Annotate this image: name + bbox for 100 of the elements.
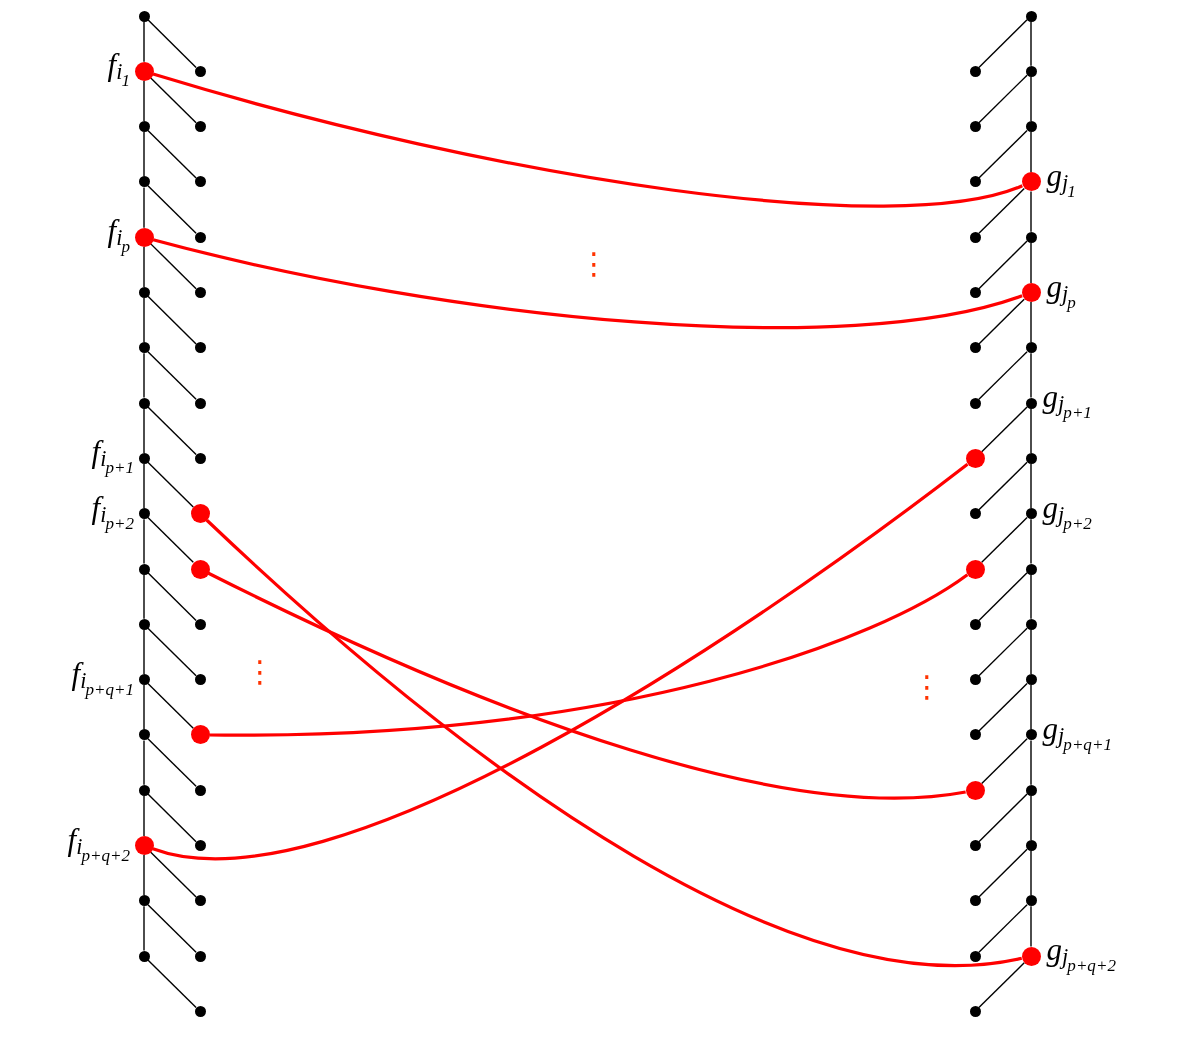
connector-line [143,20,145,63]
connector-line [150,851,197,898]
highlighted-node-dot [1021,946,1041,966]
connector-line [1030,20,1032,67]
connector-line [147,295,197,345]
connector-line [143,297,145,343]
node-dot [194,287,206,298]
node-dot [1025,508,1037,520]
connector-line [1030,684,1032,731]
node-dot [194,342,206,354]
node-dot [969,121,981,133]
ellipsis-mark: ⋮ [245,657,275,687]
connector-line [143,854,145,896]
node-dot [969,895,981,907]
ellipsis-mark: ⋮ [912,672,942,702]
node-dot [1025,65,1037,77]
connector-line [978,793,1028,843]
matching-curve [152,72,1023,208]
node-dot [1025,729,1037,741]
connector-line [147,572,197,622]
connector-line [147,461,194,508]
node-dot [194,950,206,962]
connector-line [1030,739,1032,786]
node-dot [1025,452,1037,464]
node-dot [138,10,150,22]
node-dot [1025,231,1037,243]
connector-line [143,80,145,122]
node-dot [194,840,206,851]
connector-line [1030,352,1032,399]
connector-line [143,518,145,565]
connector-line [150,243,197,290]
connector-line [147,627,197,677]
highlighted-node-dot [965,559,985,579]
highlighted-node-dot [965,448,985,468]
connector-line [978,682,1028,732]
node-dot [138,397,150,409]
node-dot [1025,840,1037,851]
connector-line [978,298,1025,345]
connector-line [147,350,197,400]
node-dot [969,231,981,243]
node-dot [138,563,150,575]
node-dot [138,618,150,630]
connector-line [1030,76,1032,122]
node-dot [969,674,981,686]
connector-line [1030,850,1032,896]
connector-line [143,186,145,229]
connector-line [143,573,145,620]
connector-line [143,352,145,399]
connector-line [978,627,1028,677]
node-dot [1025,895,1037,907]
connector-line [1030,131,1032,174]
connector-line [1030,190,1032,233]
node-dot [969,950,981,962]
connector-line [147,959,197,1009]
node-dot [138,508,150,520]
node-dot [1025,784,1037,796]
node-dot [1025,10,1037,22]
highlighted-node-dot [190,504,210,524]
connector-line [143,407,145,454]
connector-line [978,19,1028,69]
connector-line [147,19,197,69]
node-dot [194,121,206,133]
node-dot [194,895,206,907]
connector-line [147,406,197,456]
node-dot [138,674,150,686]
highlighted-node-dot [965,780,985,800]
connector-line [1030,242,1032,284]
node-dot [138,176,150,188]
matching-curve [209,573,969,737]
connector-line [981,738,1028,785]
node-dot [138,784,150,796]
connector-line [978,240,1028,290]
node-dot [969,729,981,741]
connector-line [143,463,145,509]
connector-line [978,74,1028,124]
node-dot [194,1005,206,1017]
connector-line [143,684,145,731]
connector-line [147,682,194,729]
highlighted-node-dot [1021,283,1041,302]
node-dot [194,65,206,77]
connector-line [147,793,197,843]
connector-line [147,903,197,953]
node-dot [138,729,150,741]
connector-line [143,131,145,178]
connector-line [143,246,145,288]
connector-line [147,185,197,235]
matching-curve [205,519,1022,967]
connector-line [150,77,197,124]
node-dot [138,452,150,464]
node-dot [138,950,150,962]
connector-line [1030,629,1032,675]
connector-line [1030,301,1032,343]
connector-line [147,516,194,564]
highlighted-node-dot [1021,172,1041,192]
ellipsis-mark: ⋮ [579,249,609,279]
matching-curve [152,462,969,860]
node-dot [194,452,206,464]
node-dot [194,674,206,686]
connector-line [978,572,1028,622]
connector-line [978,903,1028,953]
